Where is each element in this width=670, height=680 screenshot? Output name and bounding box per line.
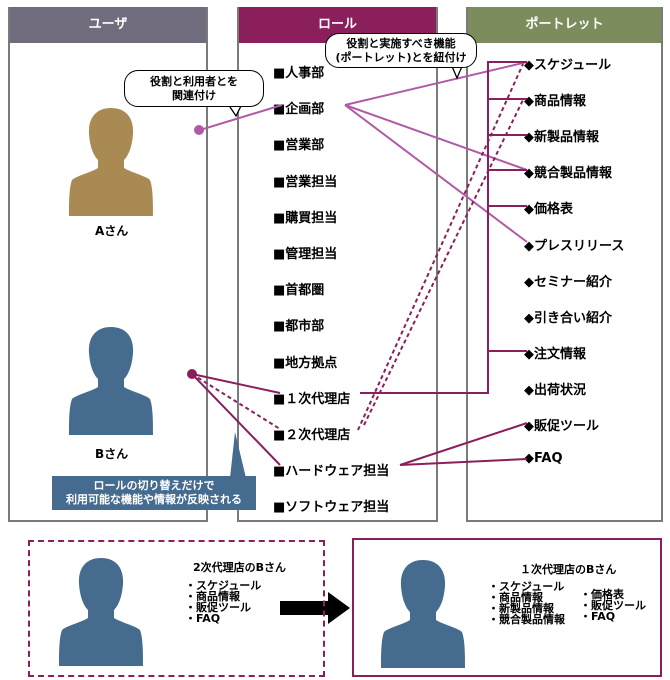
role-switch-note-line1: ロールの切り替えだけで <box>93 479 215 492</box>
role-item: ■人事部 <box>273 66 325 81</box>
role-item: ■管理担当 <box>273 247 338 262</box>
callout-role-portlet: 役割と実施すべき機能 (ポートレット)とを紐付け <box>325 33 477 68</box>
before-item: FAQ <box>185 613 261 624</box>
person-b-before-icon <box>59 558 143 666</box>
before-item: 販促ツール <box>185 602 261 613</box>
role-item: ■ハードウェア担当 <box>273 464 390 480</box>
role-item: ■企画部 <box>273 102 325 118</box>
portlet-column-header: ポートレット <box>468 7 661 43</box>
portlet-item: ◆セミナー紹介 <box>524 274 612 290</box>
portlet-item: ◆注文情報 <box>524 346 586 362</box>
after-item: 競合製品情報 <box>488 614 565 625</box>
role-switch-note-line2: 利用可能な機能や情報が反映される <box>66 493 242 506</box>
portlet-item: ◆販促ツール <box>524 419 599 434</box>
role-column: ロール ■人事部■企画部■営業部■営業担当■購買担当■管理担当■首都圏■都市部■… <box>237 7 438 522</box>
role-item: ■営業部 <box>273 138 325 154</box>
before-title: 2次代理店のBさん <box>193 561 287 574</box>
portlet-item: ◆スケジュール <box>524 58 612 73</box>
after-item: スケジュール <box>488 581 565 592</box>
role-item: ■購買担当 <box>273 210 338 226</box>
after-item: 商品情報 <box>488 592 565 603</box>
callout-role-portlet-line1: 役割と実施すべき機能 <box>346 37 456 50</box>
before-item: スケジュール <box>185 580 261 591</box>
before-portlet-list: スケジュール 商品情報 販促ツール FAQ <box>185 580 261 624</box>
role-switch-note: ロールの切り替えだけで 利用可能な機能や情報が反映される <box>52 476 256 510</box>
portlet-item: ◆商品情報 <box>524 94 586 110</box>
role-item: ■営業担当 <box>273 174 338 190</box>
person-a-label: Aさん <box>95 224 129 238</box>
role-item: ■地方拠点 <box>273 355 338 371</box>
person-b-silhouette-icon <box>69 327 153 435</box>
person-b-after-icon <box>381 560 465 668</box>
callout-user-role-line2: 関連付け <box>172 89 216 102</box>
portlet-item: ◆FAQ <box>524 451 563 467</box>
portlet-item: ◆出荷状況 <box>524 382 586 398</box>
portlet-column: ポートレット ◆スケジュール ◆商品情報 ◆新製品情報 ◆競合製品情報 ◆価格表 ◆プレス… <box>466 7 663 522</box>
after-portlet-list-col1: スケジュール 商品情報 新製品情報 競合製品情報 <box>488 581 565 625</box>
portlet-item: ◆価格表 <box>524 202 573 218</box>
role-item: ■都市部 <box>273 319 325 335</box>
role-item: ■ソフトウェア担当 <box>273 500 390 516</box>
role-item: ■２次代理店 <box>273 428 351 443</box>
after-box-agent1: １次代理店のBさん スケジュール 商品情報 新製品情報 競合製品情報 価格表 販… <box>352 538 662 677</box>
person-b-label: Bさん <box>95 447 129 461</box>
after-item: FAQ <box>580 611 646 622</box>
after-portlet-list-col2: 価格表 販促ツール FAQ <box>580 589 646 622</box>
user-column-header: ユーザ <box>10 7 206 43</box>
person-a-silhouette-icon <box>69 108 153 216</box>
after-title: １次代理店のBさん <box>520 563 617 576</box>
portlet-item: ◆競合製品情報 <box>524 166 612 182</box>
callout-role-portlet-line2: (ポートレット)とを紐付け <box>335 51 467 64</box>
role-item: ■１次代理店 <box>273 391 351 407</box>
after-item: 価格表 <box>580 589 646 600</box>
portlet-item: ◆新製品情報 <box>524 130 599 146</box>
portlet-item: ◆プレスリリース <box>524 238 625 254</box>
before-item: 商品情報 <box>185 591 261 602</box>
callout-user-role: 役割と利用者とを 関連付け <box>124 70 264 107</box>
before-box-agent2: 2次代理店のBさん スケジュール 商品情報 販促ツール FAQ <box>28 540 325 677</box>
role-item: ■首都圏 <box>273 283 325 299</box>
after-item: 販促ツール <box>580 600 646 611</box>
portlet-item: ◆引き合い紹介 <box>524 310 612 326</box>
callout-user-role-line1: 役割と利用者とを <box>150 75 238 88</box>
after-item: 新製品情報 <box>488 603 565 614</box>
